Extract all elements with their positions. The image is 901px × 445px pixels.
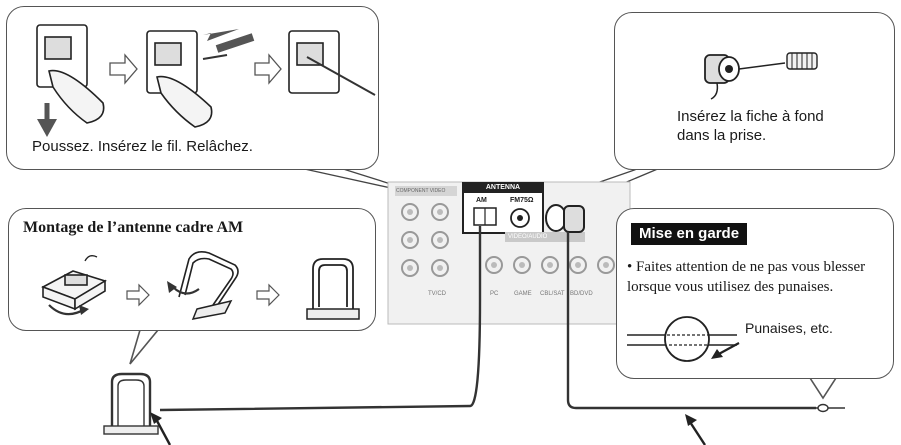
wire-insertion-callout: Poussez. Insérez le fil. Relâchez. (6, 6, 379, 170)
antenna-header: ANTENNA (485, 184, 521, 191)
fm-jack-label: FM75Ω (510, 197, 534, 204)
plug-instruction-text: Insérez la fiche à fond dans la prise. (677, 108, 824, 144)
am-assembly-illustration (41, 251, 360, 320)
am-terminal-label: AM (476, 197, 487, 204)
wire-insertion-illustration (36, 24, 376, 137)
jack-label-tvcd: TV/CD (428, 291, 446, 297)
jack-label-cblsat: CBL/SAT (540, 291, 565, 297)
component-video-label: COMPONENT VIDEO (396, 188, 446, 194)
wire-steps-caption: Poussez. Insérez le fil. Relâchez. (32, 138, 253, 155)
plug-instruction-callout: Insérez la fiche à fond dans la prise. (614, 12, 895, 170)
caution-callout: Mise en garde • Faites attention de ne p… (616, 208, 894, 379)
fm-plug-illustration (704, 52, 818, 100)
caution-text: • Faites attention de ne pas vous blesse… (627, 259, 866, 295)
jack-label-game: GAME (514, 291, 532, 297)
jack-label-pc: PC (490, 291, 499, 297)
receiver-rear-panel (387, 181, 631, 325)
am-loop-antenna (103, 372, 159, 435)
jack-label-bddvd: BD/DVD (570, 291, 593, 297)
video-audio-label: VIDEO/AUDIO (508, 234, 548, 240)
pins-illustration (627, 316, 740, 362)
am-assembly-callout: Montage de l’antenne cadre AM (8, 208, 376, 331)
am-assembly-title: Montage de l’antenne cadre AM (23, 219, 244, 236)
pins-label: Punaises, etc. (745, 320, 833, 336)
caution-heading: Mise en garde (631, 223, 748, 245)
